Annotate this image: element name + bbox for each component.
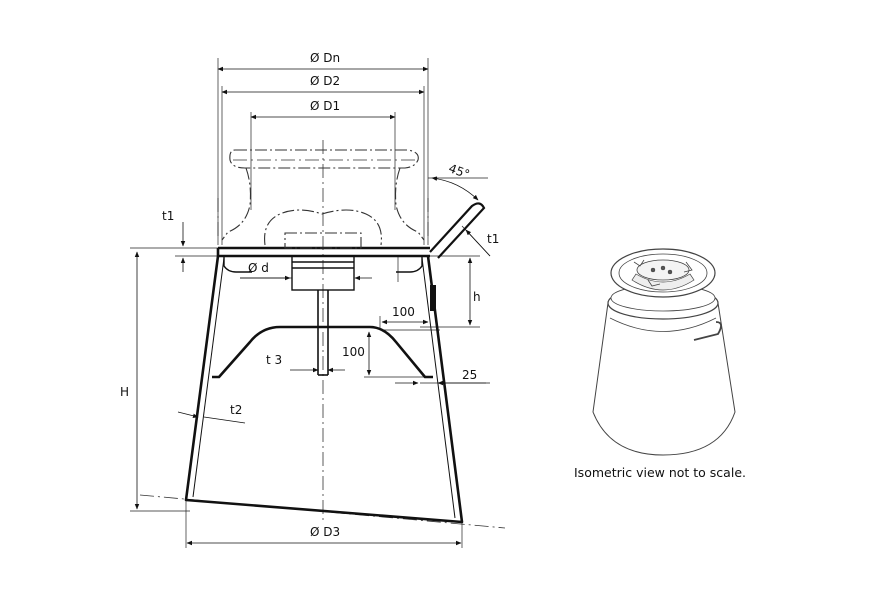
handle [429, 202, 486, 311]
t3-label: t 3 [266, 353, 282, 367]
phantom-part [221, 149, 425, 249]
H-label: H [120, 385, 129, 399]
dimension-lines [134, 66, 491, 546]
center-lines [139, 140, 506, 529]
length-25-label: 25 [462, 368, 477, 382]
hub [291, 255, 355, 291]
t1-left-label: t1 [162, 209, 174, 223]
dn-label: Ø Dn [310, 51, 340, 65]
d3-label: Ø D3 [310, 525, 340, 539]
cone-body [184, 246, 464, 524]
d1-label: Ø D1 [310, 99, 340, 113]
t2-label: t2 [230, 403, 242, 417]
t1-right-label: t1 [487, 232, 499, 246]
inner-flange [212, 325, 433, 379]
angle-label: 45° [447, 161, 472, 181]
length-100-horizontal-label: 100 [392, 305, 415, 319]
d-small-label: Ø d [248, 261, 269, 275]
plate-ears [223, 256, 423, 273]
central-tube [317, 290, 329, 376]
isometric-view [592, 248, 736, 456]
d2-label: Ø D2 [310, 74, 340, 88]
isometric-caption: Isometric view not to scale. [574, 465, 746, 480]
h-small-label: h [473, 290, 481, 304]
length-100-vertical-label: 100 [342, 345, 365, 359]
